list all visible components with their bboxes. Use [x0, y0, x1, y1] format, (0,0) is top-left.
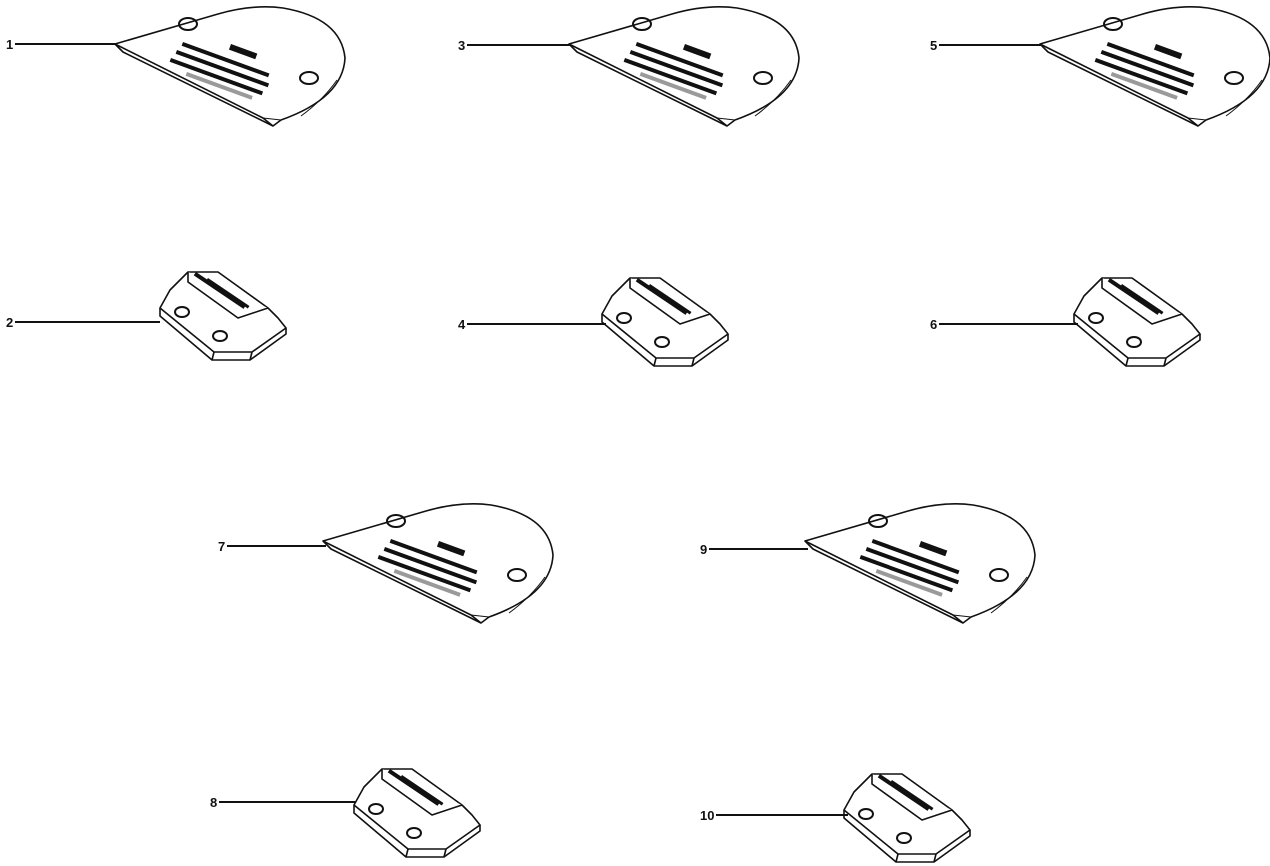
throat-plate-icon-7	[322, 503, 554, 624]
feed-dog-icon-8	[353, 768, 481, 858]
feed-dog-icon-10	[843, 773, 971, 863]
throat-plate-icon-5	[1039, 6, 1270, 127]
leader-line-4	[467, 323, 606, 325]
callout-label-9: 9	[700, 542, 708, 557]
leader-line-3	[467, 44, 572, 46]
callout-label-5: 5	[930, 38, 938, 53]
feed-dog-icon-2	[159, 271, 287, 361]
callout-label-3: 3	[458, 38, 466, 53]
leader-line-6	[939, 323, 1078, 325]
throat-plate-icon-3	[568, 6, 800, 127]
callout-label-1: 1	[6, 37, 14, 52]
feed-dog-icon-6	[1073, 277, 1201, 367]
leader-line-1	[15, 43, 118, 45]
throat-plate-icon-9	[804, 503, 1036, 624]
callout-label-7: 7	[218, 539, 226, 554]
callout-label-2: 2	[6, 315, 14, 330]
leader-line-7	[227, 545, 326, 547]
leader-line-5	[939, 44, 1043, 46]
leader-line-8	[219, 801, 358, 803]
leader-line-10	[716, 814, 848, 816]
leader-line-9	[709, 548, 808, 550]
callout-label-4: 4	[458, 317, 466, 332]
callout-label-8: 8	[210, 795, 218, 810]
throat-plate-icon-1	[114, 6, 346, 127]
callout-label-10: 10	[700, 808, 715, 823]
leader-line-2	[15, 321, 160, 323]
callout-label-6: 6	[930, 317, 938, 332]
feed-dog-icon-4	[601, 277, 729, 367]
